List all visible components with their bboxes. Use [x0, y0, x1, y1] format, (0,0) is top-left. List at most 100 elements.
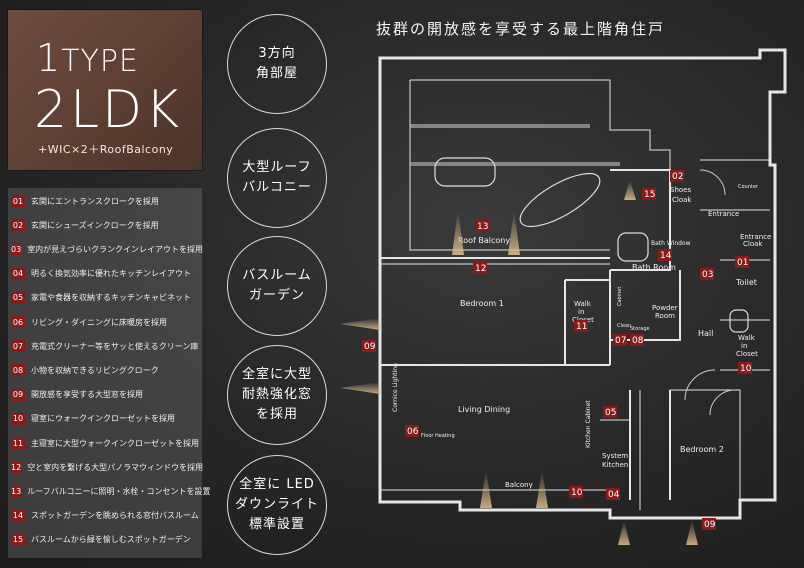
- svg-text:14: 14: [660, 251, 672, 261]
- label-living: Living Dining: [458, 405, 510, 414]
- feature-number: 01: [11, 195, 25, 207]
- feature-item: 14 スポットガーデンを眺められる窓付バスルーム: [8, 507, 202, 525]
- svg-text:10: 10: [571, 488, 583, 498]
- label-powder-room: Room: [655, 312, 675, 320]
- badge-14: 14: [658, 249, 672, 261]
- feature-number: 12: [11, 461, 22, 474]
- label-powder: Powder: [652, 304, 678, 312]
- feature-number: 15: [11, 533, 25, 546]
- feature-text: 寝室にウォークインクローゼットを採用: [31, 414, 175, 424]
- feature-text: ルーフバルコニーに照明・水栓・コンセントを設置: [27, 486, 211, 496]
- light-cone: [340, 318, 380, 330]
- feature-number: 14: [11, 509, 25, 522]
- badge-04: 04: [606, 488, 620, 500]
- label-walk-in-b: in: [578, 308, 584, 316]
- label-cornice-lighting: Cornice Lighting: [392, 363, 399, 412]
- svg-text:11: 11: [576, 322, 587, 332]
- feature-number: 10: [11, 412, 25, 425]
- feature-text: 空と室内を繋げる大型パノラマウィンドウを採用: [27, 462, 204, 472]
- layout-subtitle: +WIC×2＋RoofBalcony: [38, 143, 174, 156]
- badge-01: 01: [735, 256, 749, 268]
- badge-13: 13: [475, 220, 489, 232]
- label-shoes-cloak-b: Cloak: [672, 196, 692, 204]
- label-storage: Storage: [630, 326, 650, 332]
- badge-02: 02: [670, 170, 684, 182]
- feature-text: 玄関にエントランスクロークを採用: [31, 196, 159, 206]
- circle-bathroom-garden: バスルーム ガーデン: [227, 236, 327, 336]
- badge-06: 06: [405, 425, 419, 437]
- page-heading: 抜群の開放感を享受する最上階角住戸: [376, 20, 666, 38]
- svg-text:13: 13: [477, 222, 488, 232]
- svg-text:09: 09: [364, 342, 376, 352]
- feature-item: 01 玄関にエントランスクロークを採用: [8, 192, 202, 210]
- feature-text: 玄関にシューズインクロークを採用: [31, 220, 159, 230]
- feature-text: 明るく換気効率に優れたキッチンレイアウト: [31, 269, 191, 279]
- label-kitchen-cabinet: Kitchen Cabinet: [585, 400, 592, 448]
- svg-text:06: 06: [407, 427, 419, 437]
- circle-heat-glass: 全室に大型 耐熱強化窓 を採用: [227, 345, 327, 445]
- label-cabinet: Cabinet: [617, 287, 623, 306]
- label-hall: Hall: [698, 329, 713, 338]
- svg-text:01: 01: [737, 258, 748, 268]
- svg-text:10: 10: [740, 364, 752, 374]
- label-clean: Clean: [617, 323, 631, 329]
- label-bedroom2: Bedroom 2: [680, 445, 724, 454]
- type-label: 1TYPE: [36, 36, 139, 80]
- badge-09-bottom: 09: [702, 518, 716, 530]
- feature-text: バスルームから緑を愉しむスポットガーデン: [31, 535, 191, 545]
- svg-text:12: 12: [475, 264, 486, 274]
- layout-title: 2LDK: [34, 80, 183, 140]
- light-cone: [686, 520, 698, 545]
- badge-10-right: 10: [738, 362, 752, 374]
- type-panel: 1TYPE 2LDK +WIC×2＋RoofBalcony: [8, 10, 202, 170]
- light-cone: [452, 210, 464, 255]
- light-cone: [480, 470, 492, 508]
- label-entrance-cloak-b: Cloak: [743, 240, 763, 248]
- feature-text: リビング・ダイニングに床暖房を採用: [31, 317, 167, 327]
- svg-text:03: 03: [702, 270, 713, 280]
- label-bath: Bath Room: [632, 263, 676, 272]
- feature-text: 主寝室に大型ウォークインクローゼットを採用: [31, 438, 199, 448]
- label-walk-in-b2-a: Walk: [738, 334, 756, 342]
- feature-number: 05: [11, 291, 25, 304]
- badge-09-left: 09: [362, 340, 376, 352]
- label-bath-window: Bath Window: [651, 240, 691, 247]
- badge-15: 15: [642, 188, 656, 200]
- feature-item: 11 主寝室に大型ウォークインクローゼットを採用: [8, 434, 202, 452]
- badge-08: 08: [630, 334, 644, 346]
- label-system-kitchen-b: Kitchen: [602, 461, 628, 469]
- feature-text: スポットガーデンを眺められる窓付バスルーム: [31, 511, 199, 521]
- feature-item: 02 玄関にシューズインクロークを採用: [8, 216, 202, 234]
- svg-text:08: 08: [632, 336, 644, 346]
- label-balcony: Balcony: [505, 481, 533, 489]
- badge-03: 03: [700, 268, 714, 280]
- floor-plan: Roof Balcony Bedroom 1 Living Dining Bed…: [340, 48, 787, 545]
- feature-item: 12 空と室内を繋げる大型パノラマウィンドウを採用: [8, 458, 204, 476]
- feature-number: 11: [11, 437, 25, 449]
- feature-number: 02: [11, 219, 25, 232]
- badge-10-bottom: 10: [569, 486, 583, 498]
- light-cone: [340, 382, 380, 394]
- light-cone: [508, 210, 520, 255]
- light-cone: [624, 180, 636, 200]
- feature-number: 07: [11, 340, 25, 353]
- svg-text:04: 04: [608, 490, 620, 500]
- svg-text:15: 15: [644, 190, 655, 200]
- badge-11: 11: [574, 320, 588, 332]
- label-floor-heating: Floor Heating: [421, 433, 455, 439]
- label-entrance-cloak-a: Entrance: [740, 233, 771, 241]
- feature-number: 03: [11, 243, 22, 256]
- feature-number: 09: [11, 388, 25, 401]
- label-counter: Counter: [738, 184, 759, 190]
- label-shoes-cloak-a: Shoes: [670, 186, 691, 194]
- feature-item: 15 バスルームから緑を愉しむスポットガーデン: [8, 531, 202, 549]
- svg-text:09: 09: [704, 520, 716, 530]
